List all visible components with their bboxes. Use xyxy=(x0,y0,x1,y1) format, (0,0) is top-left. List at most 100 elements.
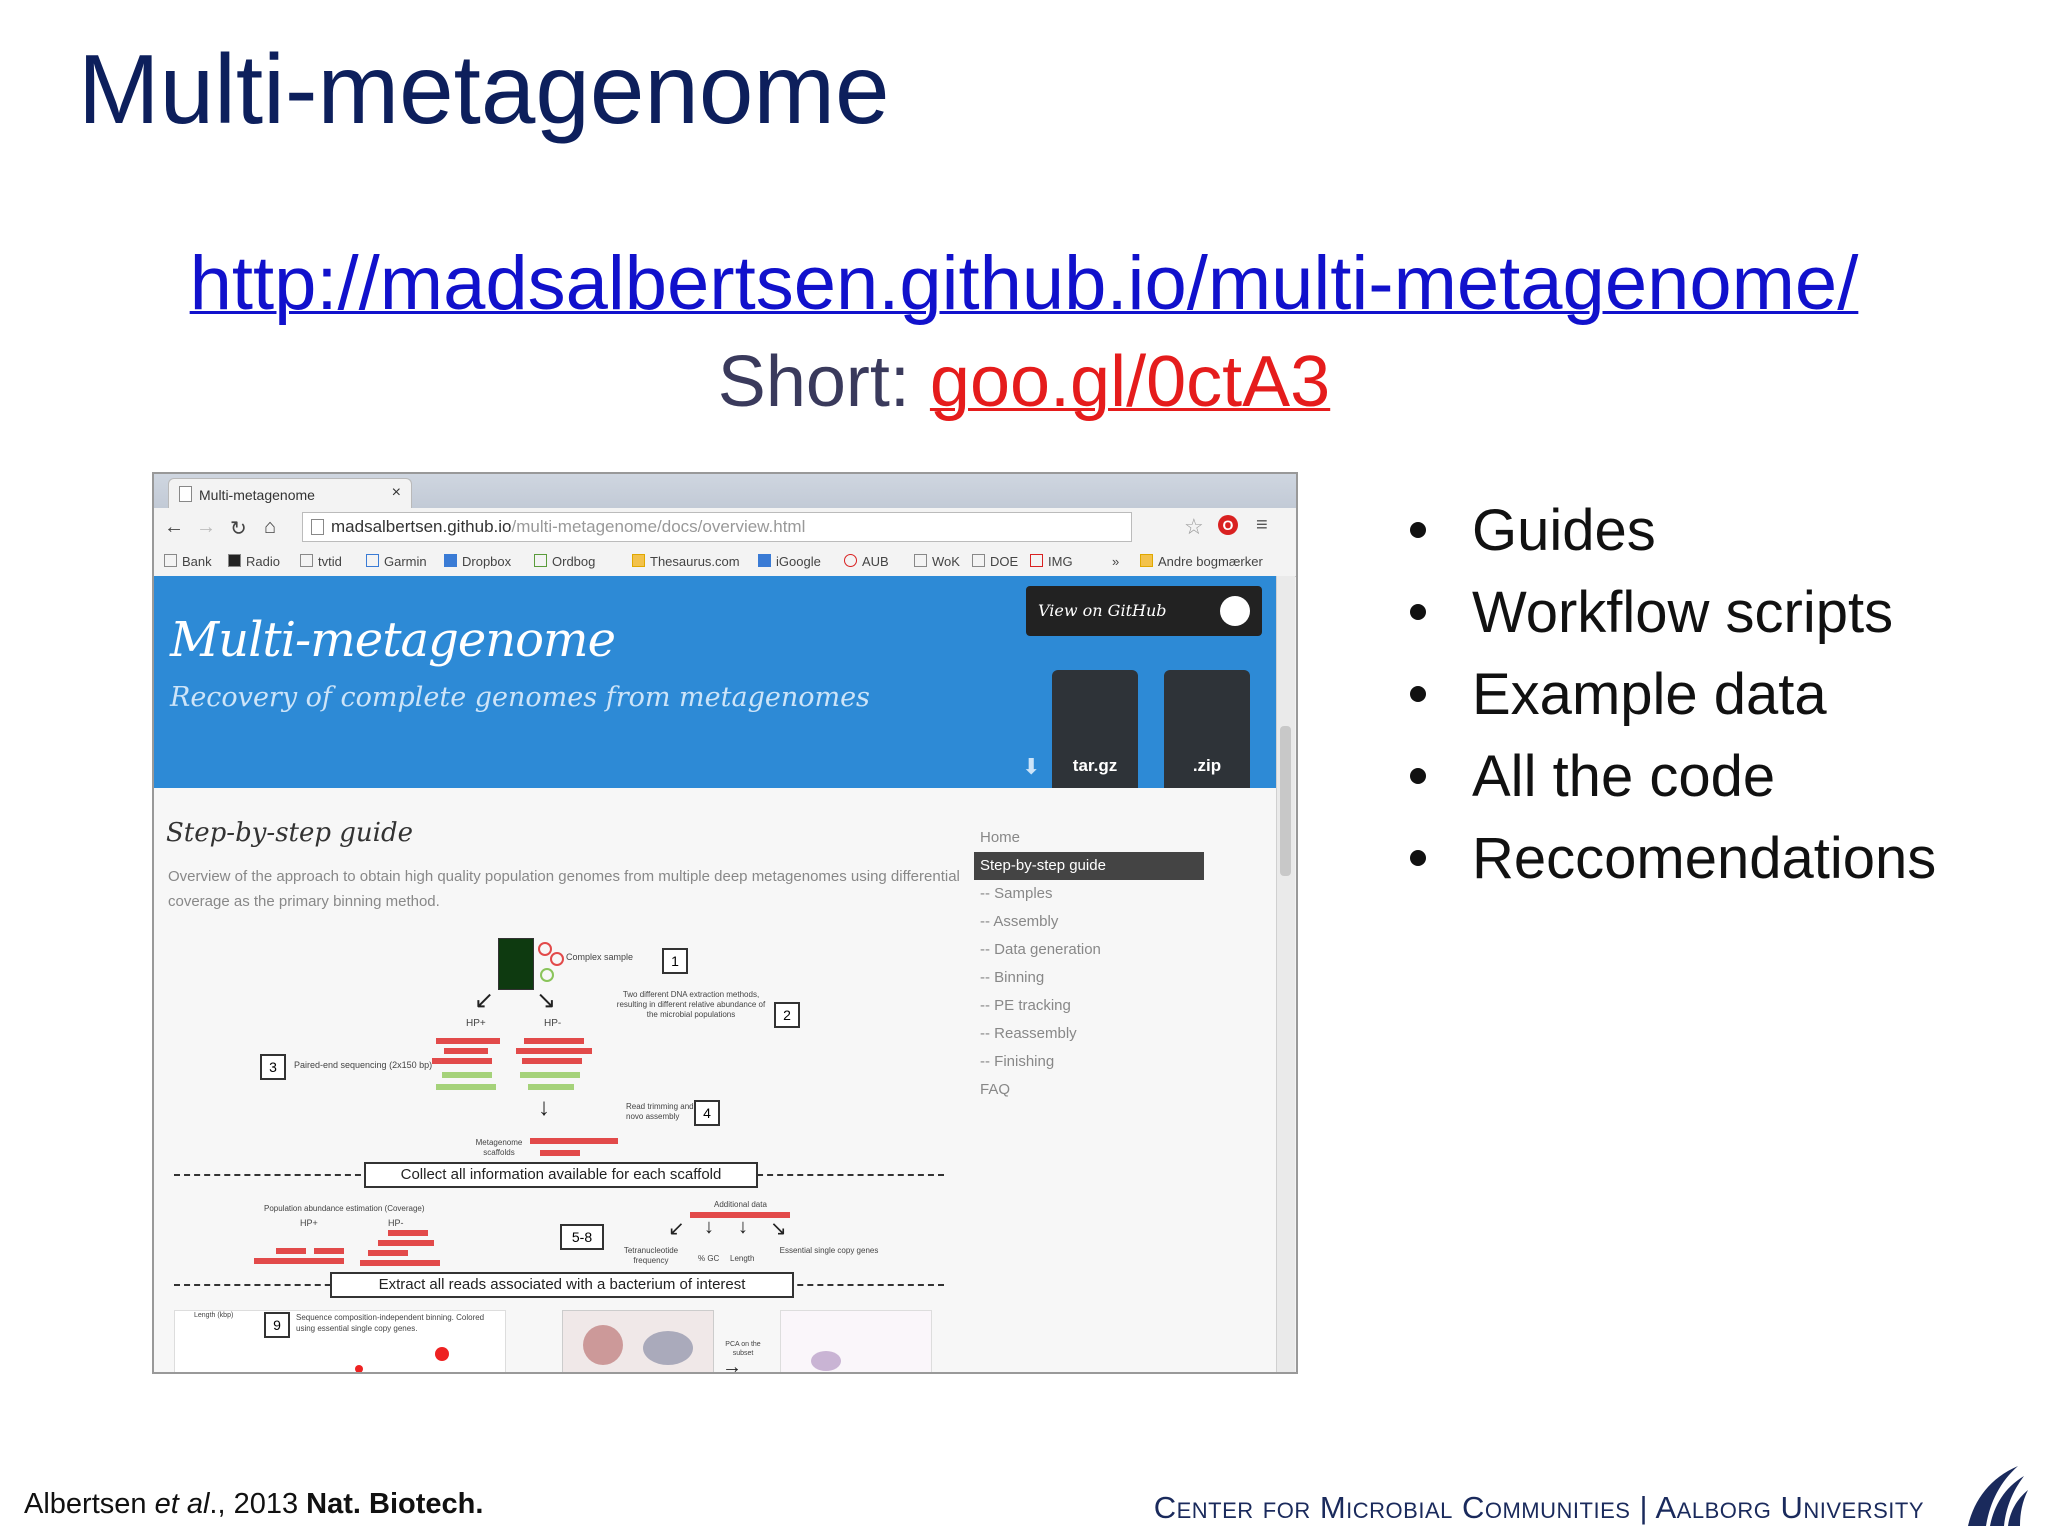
bookmark-item[interactable]: Andre bogmærker xyxy=(1140,554,1263,569)
bookmark-item[interactable]: Radio xyxy=(228,554,280,569)
step-3-box: 3 xyxy=(260,1054,286,1080)
address-bar[interactable]: madsalbertsen.github.io/multi-metagenome… xyxy=(302,512,1132,542)
read-bar xyxy=(516,1048,592,1054)
read-bar xyxy=(442,1072,492,1078)
additional-data-label: Additional data xyxy=(714,1200,767,1209)
list-item: All the code xyxy=(1404,736,1936,818)
github-octocat-icon xyxy=(1220,596,1250,626)
bookmark-item[interactable]: Garmin xyxy=(366,554,427,569)
nav-item-reassembly[interactable]: -- Reassembly xyxy=(980,1025,1077,1042)
site-title: Multi-metagenome xyxy=(170,612,616,668)
bookmark-icon xyxy=(366,554,379,567)
bookmark-item[interactable]: iGoogle xyxy=(758,554,821,569)
nav-item-samples[interactable]: -- Samples xyxy=(980,885,1053,902)
reload-icon[interactable]: ↻ xyxy=(230,518,247,540)
tab-title: Multi-metagenome xyxy=(199,487,315,503)
short-url-link[interactable]: goo.gl/0ctA3 xyxy=(929,342,1331,422)
bookmarks-overflow[interactable]: » xyxy=(1112,554,1120,569)
view-on-github-label: View on GitHub xyxy=(1038,601,1167,620)
bookmark-item[interactable]: Thesaurus.com xyxy=(632,554,740,569)
binning-note: Sequence composition-independent binning… xyxy=(296,1313,485,1333)
bookmark-icon xyxy=(1030,554,1043,567)
view-on-github-button[interactable]: View on GitHub xyxy=(1026,586,1262,636)
menu-icon[interactable]: ≡ xyxy=(1256,514,1268,536)
download-zip-button[interactable]: .zip xyxy=(1164,670,1250,788)
additional-data-bar xyxy=(690,1212,790,1218)
browser-screenshot: Multi-metagenome × ← → ↻ ⌂ madsalbertsen… xyxy=(152,472,1298,1374)
bullet-icon xyxy=(1410,850,1426,866)
bookmark-item[interactable]: Dropbox xyxy=(444,554,511,569)
nav-item-pe-tracking[interactable]: -- PE tracking xyxy=(980,997,1071,1014)
tetra-label: Tetranucleotide frequency xyxy=(623,1246,679,1265)
cell-icon xyxy=(538,942,552,956)
scrollbar-thumb[interactable] xyxy=(1280,726,1291,876)
nav-item-assembly[interactable]: -- Assembly xyxy=(980,913,1059,930)
opera-icon[interactable]: O xyxy=(1218,515,1238,535)
nav-item-faq[interactable]: FAQ xyxy=(980,1081,1011,1098)
coverage-bar xyxy=(314,1248,344,1254)
nav-item-step-by-step-guide[interactable]: Step-by-step guide xyxy=(974,852,1204,880)
arrow-icon: → xyxy=(722,1356,742,1374)
bookmark-item[interactable]: tvtid xyxy=(300,554,342,569)
nav-item-data-generation[interactable]: -- Data generation xyxy=(980,941,1101,958)
folder-icon xyxy=(1140,554,1153,567)
pca-note: PCA on the subset xyxy=(725,1341,761,1357)
address-path: /multi-metagenome/docs/overview.html xyxy=(511,517,806,536)
step-5-8-box: 5-8 xyxy=(560,1224,604,1250)
coverage-bar xyxy=(254,1258,344,1264)
project-url-link[interactable]: http://madsalbertsen.github.io/multi-met… xyxy=(189,241,1859,326)
bookmark-item[interactable]: DOE xyxy=(972,554,1018,569)
list-item: Guides xyxy=(1404,490,1936,572)
workflow-figure: Complex sample 1 ↙ ↘ Two different DNA e… xyxy=(174,928,974,1372)
abundance-label: Population abundance estimation (Coverag… xyxy=(264,1204,425,1213)
forward-arrow-icon[interactable]: → xyxy=(196,516,216,538)
browser-tab[interactable]: Multi-metagenome × xyxy=(168,478,412,509)
bookmark-icon xyxy=(972,554,985,567)
gc-label: % GC xyxy=(698,1254,720,1263)
back-arrow-icon[interactable]: ← xyxy=(164,516,184,538)
arrow-icon: ↘ xyxy=(770,1218,787,1240)
page-icon xyxy=(179,486,192,502)
list-item: Workflow scripts xyxy=(1404,572,1936,654)
arrow-icon: ↘ xyxy=(536,987,557,1014)
download-targz-button[interactable]: tar.gz xyxy=(1052,670,1138,788)
hp-minus-label: HP- xyxy=(544,1018,562,1029)
read-bar xyxy=(436,1084,496,1090)
citation: Albertsen et al., 2013 Nat. Biotech. xyxy=(24,1488,484,1520)
read-bar xyxy=(432,1058,492,1064)
tab-strip: Multi-metagenome × xyxy=(154,474,1296,509)
bookmark-icon xyxy=(228,554,241,567)
scaffold-bar xyxy=(540,1150,580,1156)
scrollbar[interactable] xyxy=(1276,576,1295,1372)
bookmark-item[interactable]: AUB xyxy=(844,554,889,569)
bookmark-icon xyxy=(300,554,313,567)
plot-point xyxy=(355,1365,363,1372)
home-icon[interactable]: ⌂ xyxy=(264,516,277,538)
bookmark-item[interactable]: IMG xyxy=(1030,554,1073,569)
bookmark-icon xyxy=(444,554,457,567)
bookmark-item[interactable]: WoK xyxy=(914,554,960,569)
nav-item-binning[interactable]: -- Binning xyxy=(980,969,1045,986)
trimming-label: Read trimming and de novo assembly xyxy=(626,1102,705,1121)
read-bar xyxy=(444,1048,488,1054)
nav-item-finishing[interactable]: -- Finishing xyxy=(980,1053,1055,1070)
bookmark-icon xyxy=(534,554,547,567)
project-url: http://madsalbertsen.github.io/multi-met… xyxy=(0,246,2048,322)
coverage-bar xyxy=(378,1240,434,1246)
read-bar xyxy=(524,1038,584,1044)
coverage-bar xyxy=(368,1250,408,1256)
nav-item-home[interactable]: Home xyxy=(980,829,1021,846)
bookmark-item[interactable]: Bank xyxy=(164,554,212,569)
sample-image xyxy=(498,938,534,990)
read-bar xyxy=(522,1058,582,1064)
guide-heading: Step-by-step guide xyxy=(166,818,414,848)
cell-icon xyxy=(540,968,554,982)
subset-plot xyxy=(562,1310,714,1372)
arrow-icon: ↙ xyxy=(668,1218,685,1240)
star-icon[interactable]: ☆ xyxy=(1184,514,1204,539)
download-arrow-icon: ⬇ xyxy=(1022,754,1041,779)
bookmark-item[interactable]: Ordbog xyxy=(534,554,595,569)
close-icon[interactable]: × xyxy=(391,484,401,501)
short-label: Short: xyxy=(717,342,930,422)
site-subtitle: Recovery of complete genomes from metage… xyxy=(170,682,870,713)
